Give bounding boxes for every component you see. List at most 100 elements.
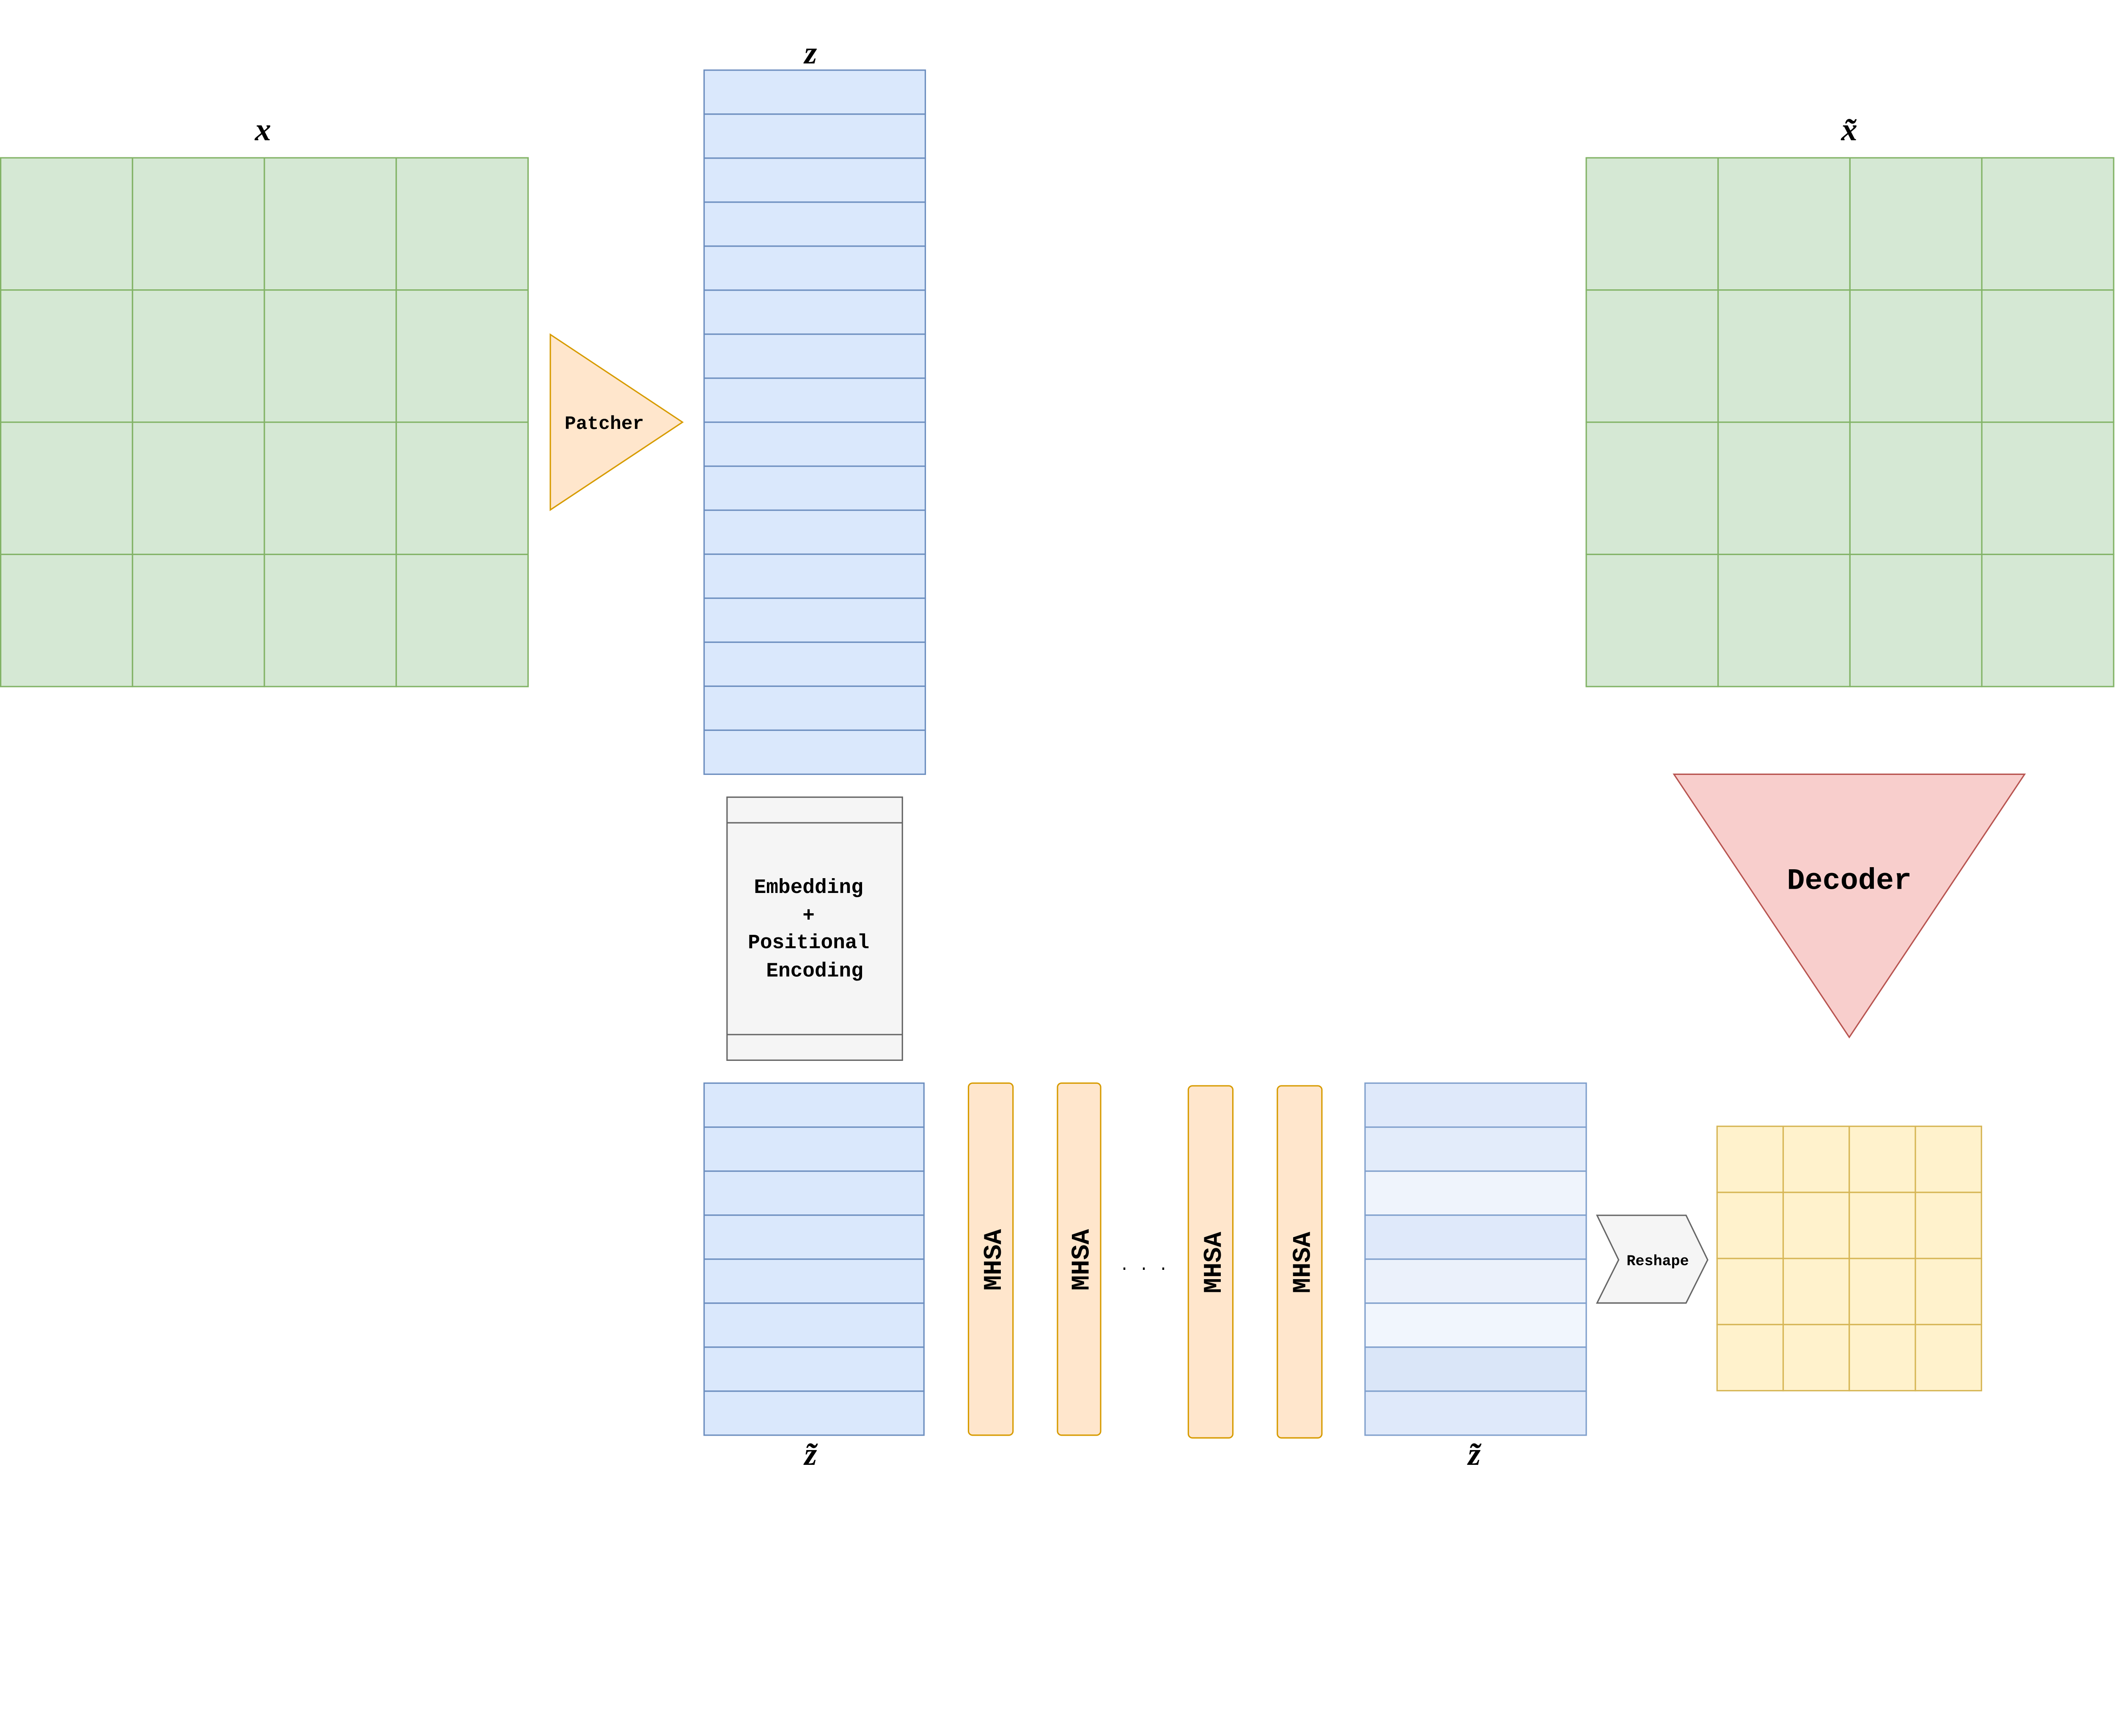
embedded-token xyxy=(703,1346,925,1392)
reconstructed-image-grid xyxy=(1585,157,2115,687)
patcher-block: Patcher xyxy=(549,333,684,511)
reconstructed-patch xyxy=(1981,157,2115,291)
mhsa-block xyxy=(967,1082,1014,1436)
embedded-token xyxy=(703,1258,925,1304)
token xyxy=(703,157,926,203)
embedded-token xyxy=(703,1082,925,1128)
image-patch xyxy=(132,553,265,687)
token xyxy=(703,289,926,335)
embedding-line: Embedding xyxy=(754,876,863,899)
mhsa-label: MHSA xyxy=(1200,1231,1229,1293)
output-token xyxy=(1364,1082,1587,1128)
output-token xyxy=(1364,1346,1587,1392)
mhsa-label: MHSA xyxy=(1289,1231,1318,1293)
reconstructed-patch xyxy=(1981,289,2115,423)
input-label: x xyxy=(255,112,271,148)
image-patch xyxy=(396,157,529,291)
reshape-block: Reshape xyxy=(1596,1214,1708,1304)
token xyxy=(703,685,926,731)
reshaped-patch xyxy=(1716,1258,1784,1325)
vit-autoencoder-diagram: x Patcher z Embedding + Positional Encod… xyxy=(0,35,2115,1472)
embedding-line: + xyxy=(802,905,815,928)
reconstructed-patch xyxy=(1981,421,2115,555)
reconstructed-patch xyxy=(1585,421,1719,555)
token xyxy=(703,641,926,687)
reshaped-patch xyxy=(1716,1126,1784,1193)
reshape-label: Reshape xyxy=(1626,1253,1689,1270)
reconstruction-label: x̃ xyxy=(1841,112,1857,148)
reshaped-patch xyxy=(1914,1192,1982,1259)
image-patch xyxy=(0,553,133,687)
reshaped-patch xyxy=(1716,1324,1784,1392)
mhsa-block xyxy=(1057,1082,1101,1436)
image-patch xyxy=(132,421,265,555)
reconstructed-patch xyxy=(1585,157,1719,291)
mhsa-block xyxy=(1187,1085,1234,1439)
reshape-chevron xyxy=(1596,1214,1708,1304)
reconstructed-patch xyxy=(1849,157,1983,291)
reshaped-patch xyxy=(1782,1324,1850,1392)
token xyxy=(703,201,926,247)
mhsa-label: MHSA xyxy=(1068,1229,1096,1291)
output-token-column xyxy=(1364,1082,1587,1436)
image-patch xyxy=(396,421,529,555)
mhsa-stack: MHSA MHSA · · · MHSA MHSA xyxy=(967,1082,1323,1439)
embedded-token xyxy=(703,1390,925,1436)
reshaped-patch xyxy=(1782,1192,1850,1259)
image-patch xyxy=(264,289,397,423)
reconstructed-patch xyxy=(1717,157,1851,291)
reconstructed-patch xyxy=(1849,553,1983,687)
token-column xyxy=(703,69,926,775)
token xyxy=(703,509,926,555)
token xyxy=(703,113,926,159)
token xyxy=(703,597,926,643)
output-token xyxy=(1364,1126,1587,1172)
image-patch xyxy=(396,289,529,423)
embedded-token xyxy=(703,1126,925,1172)
decoder-label: Decoder xyxy=(1787,865,1912,898)
patcher-triangle xyxy=(549,333,684,511)
reconstructed-patch xyxy=(1585,553,1719,687)
image-patch xyxy=(264,157,397,291)
image-patch xyxy=(264,421,397,555)
token xyxy=(703,245,926,291)
input-image-grid xyxy=(0,157,529,687)
reshaped-patch xyxy=(1782,1126,1850,1193)
embedded-token xyxy=(703,1170,925,1216)
image-patch xyxy=(264,553,397,687)
embedding-line: Encoding xyxy=(766,960,863,983)
token xyxy=(703,465,926,511)
embedding-line: Positional xyxy=(748,932,869,955)
output-token xyxy=(1364,1390,1587,1436)
image-patch xyxy=(0,289,133,423)
output-token xyxy=(1364,1170,1587,1216)
image-patch xyxy=(0,421,133,555)
reconstructed-patch xyxy=(1717,289,1851,423)
mhsa-label: MHSA xyxy=(980,1229,1009,1291)
reshaped-patch xyxy=(1914,1324,1982,1392)
reshaped-patch xyxy=(1849,1324,1916,1392)
reshaped-patch xyxy=(1914,1126,1982,1193)
image-patch xyxy=(396,553,529,687)
image-patch xyxy=(132,157,265,291)
reconstructed-patch xyxy=(1717,553,1851,687)
embedded-token xyxy=(703,1302,925,1348)
reconstructed-patch xyxy=(1981,553,2115,687)
reshaped-patch xyxy=(1849,1258,1916,1325)
reshaped-patch xyxy=(1914,1258,1982,1325)
token xyxy=(703,69,926,115)
reconstructed-patch xyxy=(1585,289,1719,423)
reshaped-grid xyxy=(1716,1126,1982,1392)
image-patch xyxy=(0,157,133,291)
embedding-label: Embedding + Positional Encoding xyxy=(748,876,882,983)
embedding-box xyxy=(726,796,903,1061)
reshaped-patch xyxy=(1782,1258,1850,1325)
reconstructed-patch xyxy=(1717,421,1851,555)
reconstructed-patch xyxy=(1849,421,1983,555)
token xyxy=(703,333,926,379)
embedding-block: Embedding + Positional Encoding xyxy=(726,796,903,1061)
tokens-label: z xyxy=(803,35,817,71)
patcher-label: Patcher xyxy=(565,414,644,435)
embedded-token-column xyxy=(703,1082,925,1436)
reconstructed-patch xyxy=(1849,289,1983,423)
